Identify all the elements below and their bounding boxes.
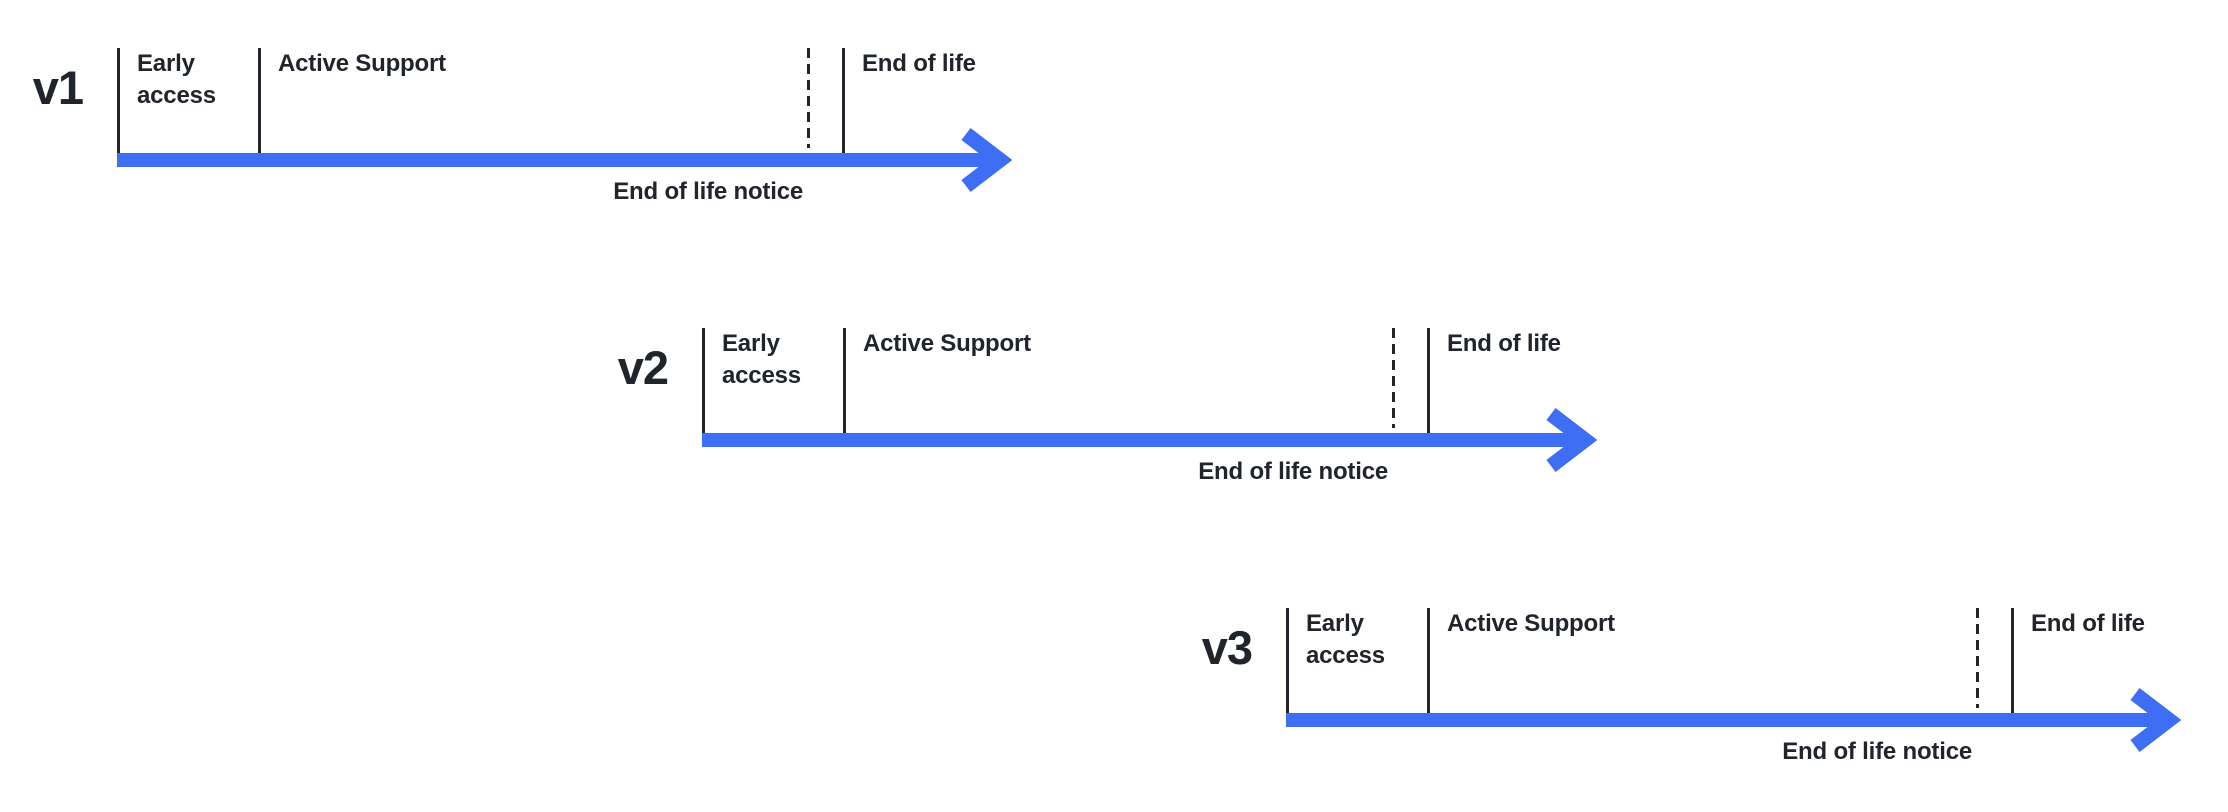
end-of-life-tick (1427, 328, 1430, 433)
eol-notice-dashed-line (1976, 608, 1979, 708)
arrow-head-icon (1546, 408, 1598, 472)
early-access-start-tick (117, 48, 120, 153)
version-label-v1: v1 (32, 61, 84, 114)
early-access-label: Early access (1306, 610, 1385, 669)
active-support-label: Active Support (863, 330, 1031, 357)
eol-notice-label: End of life notice (1198, 458, 1388, 485)
end-of-life-label: End of life (862, 50, 976, 77)
end-of-life-label: End of life (2031, 610, 2145, 637)
eol-notice-dashed-line (807, 48, 810, 148)
eol-notice-label: End of life notice (1782, 738, 1972, 765)
version-label-v2: v2 (617, 341, 669, 394)
active-support-label: Active Support (1447, 610, 1615, 637)
timeline-arrow-bar (702, 433, 1580, 447)
early-access-label: Early access (722, 330, 801, 389)
timeline-arrow-bar (1286, 713, 2164, 727)
timeline-v1: v1 Early access Active Support End of li… (33, 48, 1077, 228)
timeline-v3: v3 Early access Active Support End of li… (1202, 608, 2228, 788)
timeline-v2: v2 Early access Active Support End of li… (618, 328, 1662, 508)
arrow-head-icon (961, 128, 1013, 192)
early-access-label: Early access (137, 50, 216, 109)
eol-notice-dashed-line (1392, 328, 1395, 428)
end-of-life-label: End of life (1447, 330, 1561, 357)
active-support-start-tick (843, 328, 846, 433)
early-access-start-tick (702, 328, 705, 433)
end-of-life-tick (2011, 608, 2014, 713)
timeline-arrow-bar (117, 153, 995, 167)
eol-notice-label: End of life notice (613, 178, 803, 205)
version-label-v3: v3 (1201, 621, 1253, 674)
active-support-start-tick (258, 48, 261, 153)
active-support-label: Active Support (278, 50, 446, 77)
early-access-start-tick (1286, 608, 1289, 713)
end-of-life-tick (842, 48, 845, 153)
active-support-start-tick (1427, 608, 1430, 713)
arrow-head-icon (2130, 688, 2182, 752)
